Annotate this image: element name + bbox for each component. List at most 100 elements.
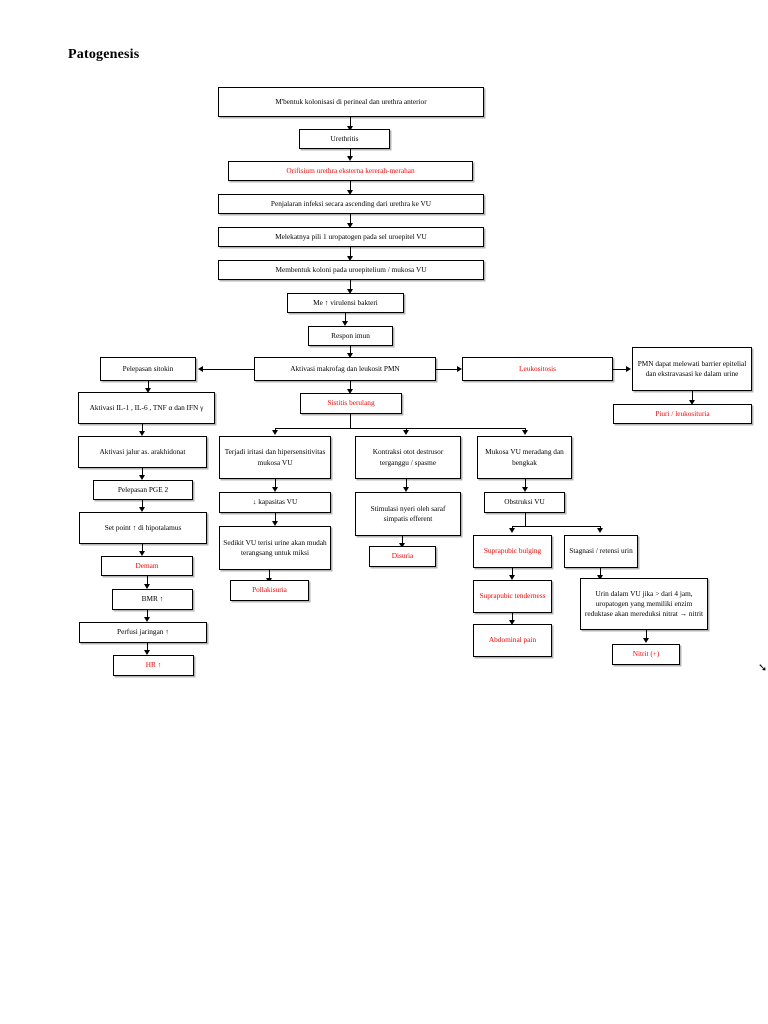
node-pelepasan-sitokin: Pelepasan sitokin — [100, 357, 196, 381]
node-pmn-barrier: PMN dapat melewati barrier epitelial dan… — [632, 347, 752, 391]
connector — [512, 613, 513, 622]
connector — [142, 468, 143, 477]
node-hr: HR ↑ — [113, 655, 194, 676]
node-aktivasi-makrofag: Aktivasi makrofag dan leukosit PMN — [254, 357, 436, 381]
node-stagnasi-retensi-urin: Stagnasi / retensi urin — [564, 535, 638, 568]
node-orifisium-urethra: Orifisium urethra eksterna kererah-merah… — [228, 161, 473, 181]
node-pollakisuria: Pollakisuria — [230, 580, 309, 601]
connector — [147, 643, 148, 652]
arrow-icon — [522, 430, 528, 435]
connector — [512, 526, 601, 527]
node-aktivasi-interleukin: Aktivasi IL-1 , IL-6 , TNF α dan IFN γ — [78, 392, 215, 424]
node-suprapubic-bulging: Suprapubic bulging — [473, 535, 552, 568]
connector — [269, 570, 270, 580]
node-sedikit-vu-terisi: Sedikit VU terisi urine akan mudah teran… — [219, 526, 331, 570]
arrow-icon — [597, 528, 603, 533]
arrow-icon — [145, 388, 151, 393]
connector — [203, 369, 254, 370]
node-kapasitas-vu: ↓ kapasitas VU — [219, 492, 331, 513]
connector — [600, 568, 601, 577]
node-disuria: Disuria — [369, 546, 436, 567]
arrow-icon — [522, 487, 528, 492]
node-obstruksi-vu: Obstruksi VU — [484, 492, 565, 513]
arrow-icon — [139, 431, 145, 436]
connector — [350, 280, 351, 291]
node-demam: Demam — [101, 556, 193, 576]
node-melekatnya-pili: Melekatnya pili 1 uropatogen pada sel ur… — [218, 227, 484, 247]
connector — [402, 536, 403, 545]
connector — [525, 513, 526, 526]
node-virulensi-bakteri: Me ↑ virulensi bakteri — [287, 293, 404, 313]
connector — [350, 214, 351, 225]
connector — [436, 369, 458, 370]
node-kolonisasi: M'bentuk kolonisasi di perineal dan uret… — [218, 87, 484, 117]
arrow-icon — [347, 126, 353, 131]
connector — [350, 149, 351, 158]
arrow-icon — [139, 507, 145, 512]
arrow-icon — [689, 400, 695, 405]
arrow-icon — [347, 353, 353, 358]
arrow-icon — [597, 575, 603, 580]
node-jalur-arakhidonat: Aktivasi jalur as. arakhidonat — [78, 436, 207, 468]
node-pelepasan-pge2: Pelepasan PGE 2 — [93, 480, 193, 500]
node-set-point-hipotalamus: Set point ↑ di hipotalamus — [79, 512, 207, 544]
arrow-icon — [272, 521, 278, 526]
node-urethritis: Urethritis — [299, 129, 390, 149]
node-abdominal-pain: Abdominal pain — [473, 624, 552, 657]
arrow-icon — [139, 551, 145, 556]
arrow-icon — [272, 487, 278, 492]
connector — [142, 424, 143, 433]
connector — [350, 117, 351, 128]
arrow-icon — [144, 584, 150, 589]
arrow-icon — [144, 650, 150, 655]
arrow-icon — [198, 365, 203, 372]
arrow-icon — [403, 487, 409, 492]
connector — [350, 414, 351, 428]
connector — [692, 391, 693, 402]
node-respon-imun: Respon imun — [308, 326, 393, 346]
node-membentuk-koloni: Membentuk koloni pada uroepitelium / muk… — [218, 260, 484, 280]
connector — [512, 568, 513, 577]
connector — [275, 479, 276, 489]
connector — [148, 381, 149, 390]
arrow-icon — [342, 321, 348, 326]
arrow-icon — [457, 365, 462, 372]
connector — [406, 479, 407, 489]
page-title: Patogenesis — [68, 47, 140, 62]
node-sistitis-berulang: Sistitis berulang — [300, 393, 402, 414]
node-bmr: BMR ↑ — [112, 589, 193, 610]
node-penjalaran-infeksi: Penjalaran infeksi secara ascending dari… — [218, 194, 484, 214]
connector — [646, 630, 647, 640]
arrow-icon — [347, 223, 353, 228]
connector — [147, 576, 148, 586]
arrow-icon — [509, 575, 515, 580]
connector — [147, 610, 148, 619]
arrow-icon — [399, 543, 405, 548]
arrow-icon — [347, 156, 353, 161]
arrow-icon — [347, 256, 353, 261]
connector — [275, 513, 276, 523]
connector — [350, 346, 351, 355]
node-perfusi-jaringan: Perfusi jaringan ↑ — [79, 622, 207, 643]
connector — [142, 544, 143, 553]
arrow-icon — [272, 430, 278, 435]
arrow-icon — [626, 365, 631, 372]
arrow-icon — [144, 617, 150, 622]
node-mukosa-meradang: Mukosa VU meradang dan bengkak — [477, 436, 572, 479]
arrow-icon — [403, 430, 409, 435]
arrow-icon — [509, 528, 515, 533]
arrow-icon — [347, 389, 353, 394]
node-stimulasi-nyeri: Stimulasi nyeri oleh saraf simpatis effe… — [355, 492, 461, 536]
connector — [613, 369, 627, 370]
edge-artifact-mark: ➘ — [758, 662, 768, 674]
connector — [345, 313, 346, 323]
arrow-icon — [509, 620, 515, 625]
node-iritasi-hipersensitivitas: Terjadi iritasi dan hipersensitivitas mu… — [219, 436, 331, 479]
node-kontraksi-destrusor: Kontraksi otot destrusor terganggu / spa… — [355, 436, 461, 479]
arrow-icon — [347, 289, 353, 294]
node-nitrit-positif: Nitrit (+) — [612, 644, 680, 665]
connector — [275, 428, 525, 429]
arrow-icon — [643, 638, 649, 643]
node-suprapubic-tenderness: Suprapubic tenderness — [473, 580, 552, 613]
